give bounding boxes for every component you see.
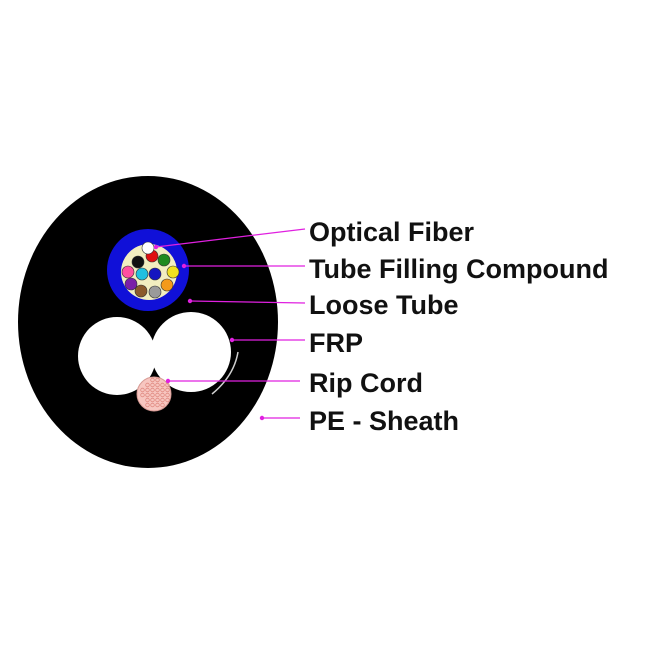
label-tube-filling-compound: Tube Filling Compound xyxy=(309,254,609,284)
rip-cord-strand xyxy=(145,392,150,398)
rip-cord-strand xyxy=(145,397,150,403)
label-pe-sheath: PE - Sheath xyxy=(309,406,460,436)
rip-cord-strand xyxy=(155,377,160,383)
optical-fiber-strand xyxy=(124,277,138,291)
leader-dot-optical-fiber xyxy=(153,244,159,250)
label-rip-cord: Rip Cord xyxy=(309,368,423,398)
rip-cord-strand xyxy=(165,392,170,398)
optical-fiber-strand xyxy=(157,253,171,267)
sheath-inner-arc xyxy=(211,351,239,395)
optical-fibers xyxy=(121,241,180,299)
rip-cord-strand xyxy=(165,387,170,393)
pe-sheath-body xyxy=(18,176,278,468)
leader-lines xyxy=(153,228,306,421)
rip-cord-strand xyxy=(140,392,145,398)
optical-fiber-strand xyxy=(148,285,162,299)
leader-dot-tube-filling-compound xyxy=(181,263,187,269)
rip-cord-strand xyxy=(145,402,150,408)
rip-cord-strand xyxy=(155,397,160,403)
leader-line-loose-tube xyxy=(189,300,306,304)
rip-cord-strand xyxy=(140,387,145,393)
leader-dot-frp xyxy=(229,337,235,343)
rip-cord-strand xyxy=(155,387,160,393)
leader-dot-loose-tube xyxy=(187,298,193,304)
rip-cord-strand xyxy=(150,387,155,393)
rip-cord-strand xyxy=(150,382,155,388)
optical-fiber-strand xyxy=(131,255,145,269)
leader-line-optical-fiber xyxy=(155,228,306,248)
optical-fiber-strand xyxy=(135,267,149,281)
label-loose-tube: Loose Tube xyxy=(309,290,459,320)
rip-cord-strand xyxy=(160,397,165,403)
frp-right xyxy=(151,312,231,392)
optical-fiber-strand xyxy=(121,265,135,279)
rip-cord-strand xyxy=(150,392,155,398)
rip-cord-texture xyxy=(140,377,170,408)
rip-cord-strand xyxy=(155,402,160,408)
rip-cord-strand xyxy=(155,392,160,398)
optical-fiber-strand xyxy=(160,278,174,292)
rip-cord-strand xyxy=(155,382,160,388)
optical-fiber-strand xyxy=(141,241,155,255)
rip-cord-strand xyxy=(160,387,165,393)
optical-fiber-strand xyxy=(166,265,180,279)
rip-cord-strand xyxy=(165,397,170,403)
rip-cord-strand xyxy=(160,402,165,408)
rip-cord-strand xyxy=(150,397,155,403)
leader-dot-pe-sheath xyxy=(259,415,265,421)
optical-fiber-strand xyxy=(148,267,162,281)
rip-cord-strand xyxy=(160,392,165,398)
rip-cord-strand xyxy=(150,377,155,383)
rip-cord-strand xyxy=(165,382,170,388)
label-optical-fiber: Optical Fiber xyxy=(309,217,475,247)
frp-left xyxy=(78,317,156,395)
rip-cord-strand xyxy=(160,382,165,388)
optical-fiber-strand xyxy=(134,284,148,298)
label-frp: FRP xyxy=(309,328,363,358)
rip-cord-strand xyxy=(145,382,150,388)
rip-cord-strand xyxy=(145,387,150,393)
leader-dot-rip-cord xyxy=(165,378,171,384)
rip-cord-strand xyxy=(150,402,155,408)
